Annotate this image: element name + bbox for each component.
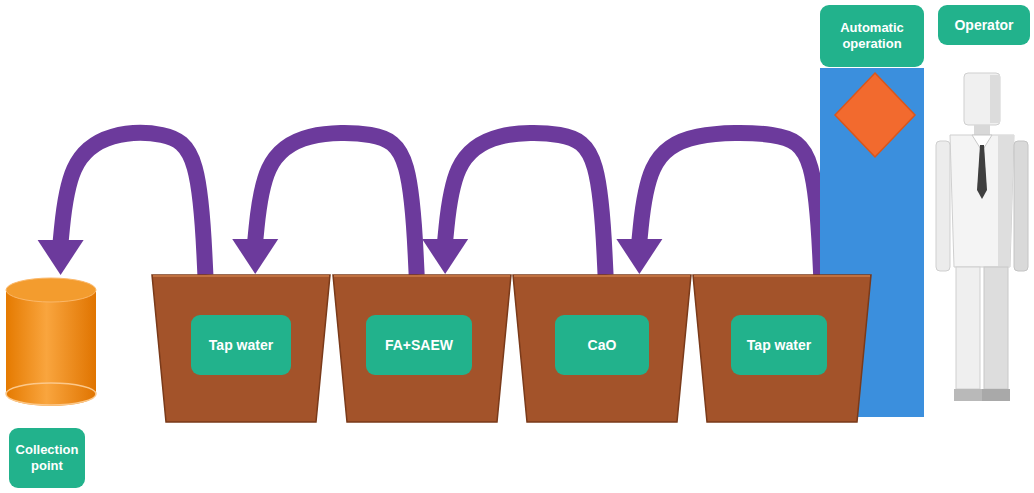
- treatment-tank: Tap water: [152, 275, 330, 422]
- arrow-head: [232, 239, 278, 274]
- tank-rim: [153, 275, 329, 277]
- tank-body: [152, 275, 330, 422]
- control-diamond: [835, 73, 915, 157]
- label-pill: Collection point: [9, 428, 85, 488]
- collection-cylinder: Collection point: [3, 276, 99, 490]
- person-figure: [936, 73, 1028, 401]
- label-pill: Tap water: [191, 315, 291, 375]
- treatment-tank: CaO: [513, 275, 691, 422]
- arrow-shaft: [445, 133, 605, 275]
- transfer-arrow: [232, 133, 416, 275]
- label-pill: Operator: [938, 5, 1030, 45]
- transfer-arrow: [616, 133, 821, 275]
- person-outline: [932, 5, 1032, 405]
- arrow-shaft: [639, 133, 821, 275]
- label-pill: FA+SAEW: [366, 315, 472, 375]
- arrow-shaft: [61, 133, 206, 275]
- operator-figure: Operator: [932, 5, 1032, 405]
- label-pill: Tap water: [731, 315, 827, 375]
- tank-rim: [334, 275, 510, 277]
- arrow-shaft: [255, 133, 416, 275]
- transfer-arrow: [38, 133, 206, 275]
- cylinder-top: [6, 278, 96, 302]
- tank-body: [333, 275, 511, 422]
- label-pill: CaO: [555, 315, 649, 375]
- transfer-arrow: [422, 133, 605, 275]
- arrow-head: [422, 239, 468, 274]
- arrow-head: [38, 240, 84, 275]
- cylinder-bottom: [6, 383, 96, 405]
- arrow-head: [616, 239, 662, 274]
- cylinder-body: [6, 290, 96, 406]
- treatment-tank: Tap water: [693, 275, 871, 422]
- control-bar: [820, 68, 924, 417]
- tank-body: [693, 275, 871, 422]
- tank-rim: [514, 275, 690, 277]
- label-pill: Automatic operation: [820, 5, 924, 67]
- treatment-tank: FA+SAEW: [333, 275, 511, 422]
- tank-body: [513, 275, 691, 422]
- tank-rim: [694, 275, 870, 277]
